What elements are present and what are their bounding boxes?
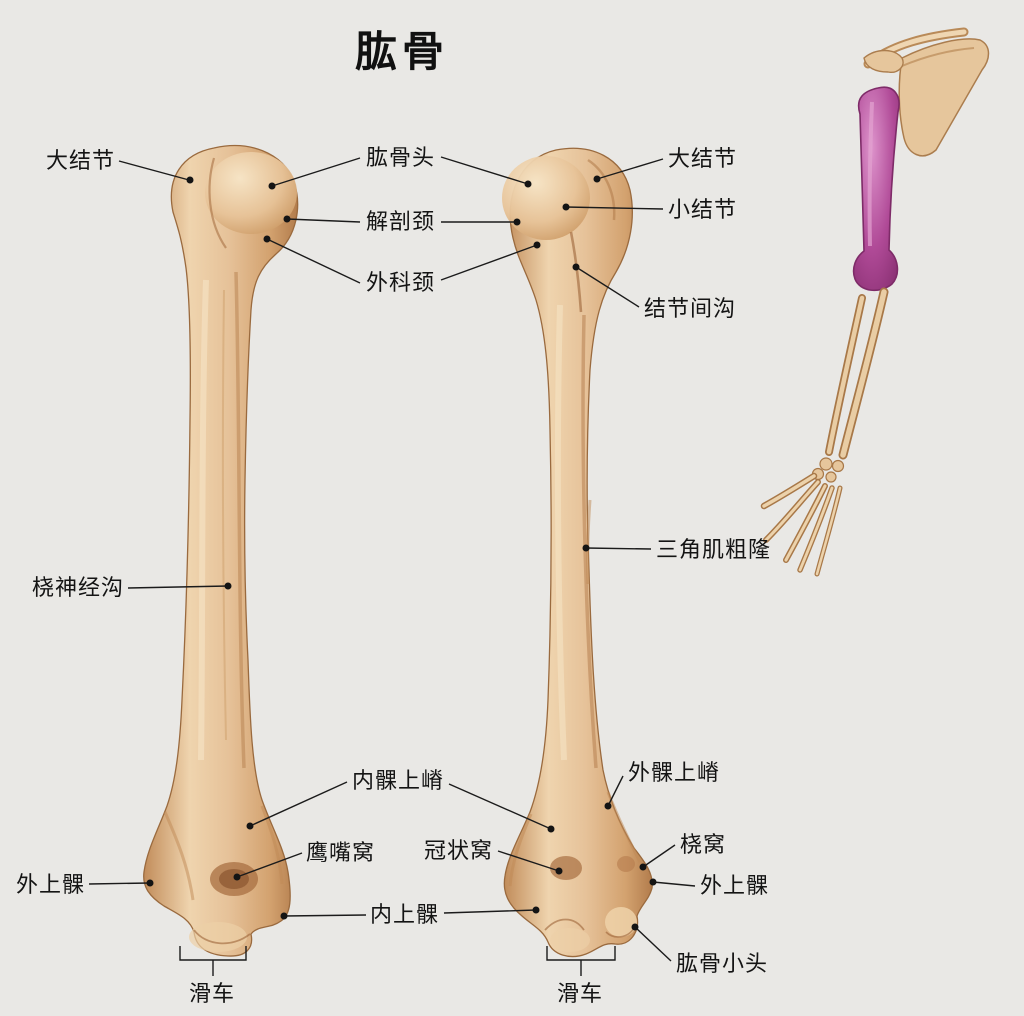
label-radial-fossa: 桡窝	[680, 832, 727, 857]
marker-dots	[146, 175, 657, 931]
label-radial-nerve-groove: 桡神经沟	[32, 575, 125, 600]
carpal-bones-shape	[811, 457, 845, 483]
trochlea-brackets	[179, 946, 616, 976]
hand-bones-shape	[760, 472, 843, 577]
intertubercular-groove-shape	[569, 231, 583, 313]
label-trochlea-left: 滑车	[189, 981, 236, 1006]
label-head-of-humerus: 肱骨头	[366, 145, 436, 170]
label-lateral-epicondyle-right: 外上髁	[700, 873, 770, 898]
deltoid-tuberosity-shape	[586, 499, 592, 585]
label-olecranon-fossa: 鹰嘴窝	[306, 840, 376, 865]
leader-lines	[88, 156, 696, 962]
label-lateral-supracondylar-ridge: 外髁上嵴	[628, 760, 721, 785]
label-intertubercular-groove: 结节间沟	[644, 296, 737, 321]
coronoid-fossa-shape	[550, 856, 582, 880]
left-humeral-head-shape	[205, 152, 297, 234]
scapula-shape	[898, 38, 990, 157]
label-trochlea-right: 滑车	[557, 981, 604, 1006]
label-capitulum: 肱骨小头	[676, 951, 769, 976]
label-medial-epicondyle: 内上髁	[370, 902, 440, 927]
radial-fossa-shape	[617, 856, 635, 872]
label-deltoid-tuberosity: 三角肌粗隆	[656, 537, 772, 562]
label-medial-supracondylar-ridge: 内髁上嵴	[352, 768, 445, 793]
diagram-title: 肱骨	[354, 28, 450, 75]
left-humerus-posterior-view	[143, 144, 299, 957]
label-greater-tubercle-left: 大结节	[46, 148, 116, 173]
capitulum-shape	[605, 907, 637, 937]
label-greater-tubercle-right: 大结节	[668, 146, 738, 171]
right-humerus-anterior-view	[502, 147, 653, 958]
label-coronoid-fossa: 冠状窝	[424, 838, 494, 863]
highlighted-humerus-shape	[852, 86, 900, 292]
right-humeral-head-shape	[502, 156, 590, 240]
label-surgical-neck: 外科颈	[366, 270, 436, 295]
label-anatomical-neck: 解剖颈	[366, 209, 436, 234]
label-lateral-epicondyle-left: 外上髁	[16, 872, 86, 897]
arm-skeleton-inset	[760, 27, 990, 577]
label-lesser-tubercle: 小结节	[668, 197, 738, 222]
